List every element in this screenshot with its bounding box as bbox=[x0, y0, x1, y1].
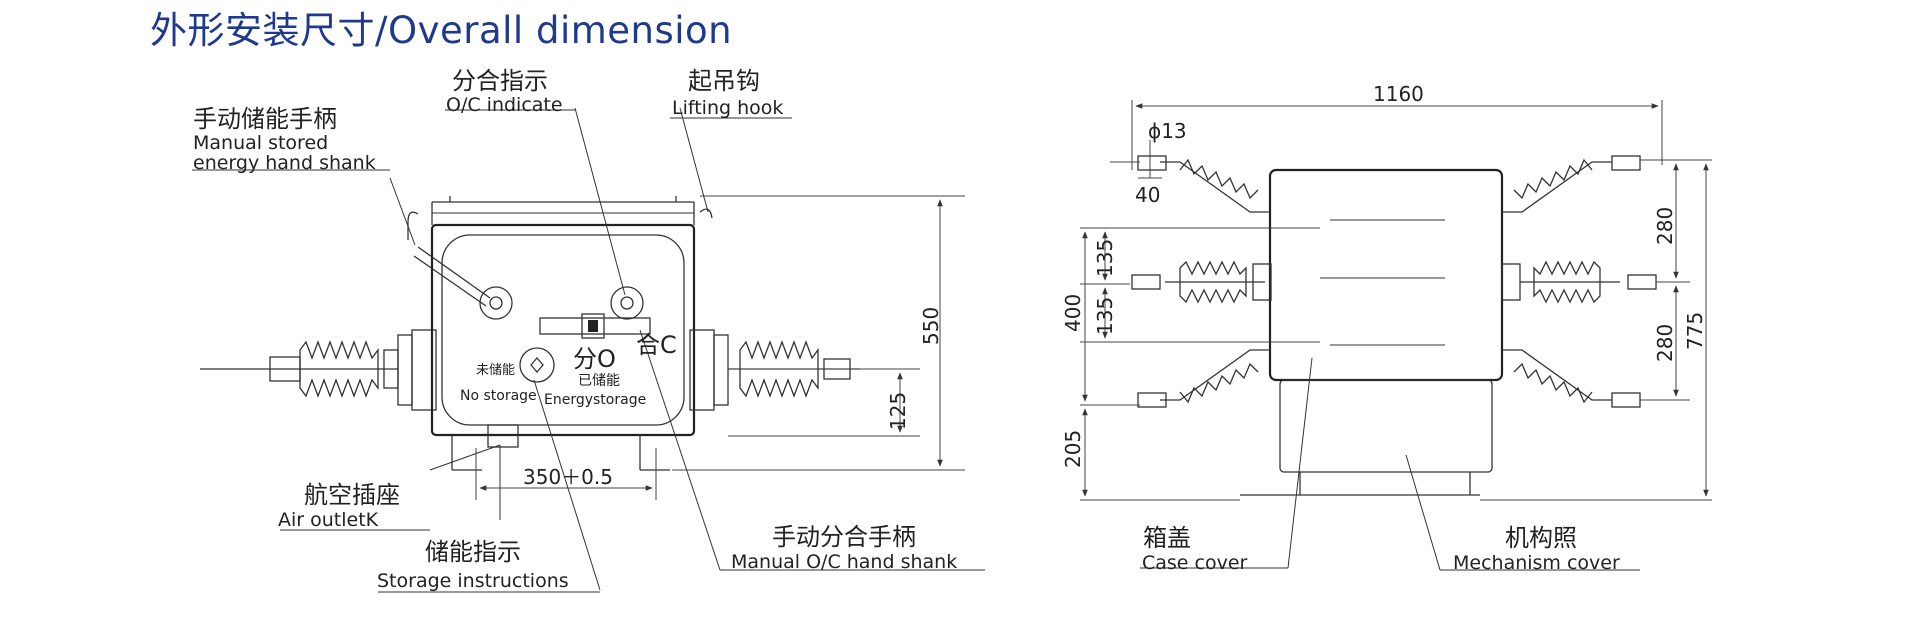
mechanism-cover-label-en: Mechanism cover bbox=[1453, 552, 1620, 574]
front-panel bbox=[441, 234, 685, 426]
dim-1160: 1160 bbox=[1373, 82, 1424, 106]
manual-oc-label-cn: 手动分合手柄 bbox=[772, 523, 916, 551]
dim-40: 40 bbox=[1135, 183, 1160, 207]
open-mark: 分O bbox=[573, 345, 616, 373]
air-outlet-label-en: Air outletK bbox=[278, 509, 379, 531]
dim-280-lower: 280 bbox=[1653, 324, 1677, 362]
dim-phi13: ϕ13 bbox=[1148, 119, 1187, 143]
case-cover-label-en: Case cover bbox=[1142, 552, 1248, 574]
manual-oc-label-en: Manual O/C hand shank bbox=[731, 551, 957, 573]
manual-storage-label-en1: Manual stored bbox=[193, 132, 328, 154]
side-view bbox=[1080, 100, 1712, 571]
air-socket bbox=[487, 424, 519, 448]
dim-135-lower: 135 bbox=[1093, 297, 1117, 335]
lifting-hook-label-cn: 起吊钩 bbox=[688, 67, 760, 95]
oc-handle bbox=[539, 317, 651, 335]
page-title: 外形安装尺寸/Overall dimension bbox=[150, 9, 733, 52]
bushing-lower-left bbox=[1160, 349, 1270, 401]
dim-125: 125 bbox=[886, 392, 910, 430]
close-mark: 合C bbox=[636, 331, 677, 359]
case-body bbox=[1268, 168, 1504, 382]
oc-indicate-label-en: O/C indicate bbox=[446, 94, 563, 116]
oc-indicator-dial bbox=[610, 286, 644, 320]
dim-135-upper: 135 bbox=[1093, 239, 1117, 277]
stored-label: 已储能 bbox=[578, 373, 620, 389]
lifting-hook bbox=[699, 208, 713, 219]
air-outlet-label-cn: 航空插座 bbox=[304, 481, 400, 509]
dim-350: 350＋0.5 bbox=[523, 465, 613, 489]
storage-instructions-label-en: Storage instructions bbox=[377, 570, 569, 592]
front-view bbox=[192, 107, 985, 593]
dim-205: 205 bbox=[1061, 430, 1085, 468]
manual-storage-label-cn: 手动储能手柄 bbox=[193, 105, 337, 133]
left-bushing bbox=[200, 340, 399, 398]
bushing-upper-left bbox=[1160, 161, 1270, 213]
bushing-upper-right bbox=[1502, 161, 1612, 213]
mechanism-cover-label-cn: 机构照 bbox=[1505, 524, 1577, 552]
oc-indicate-label-cn: 分合指示 bbox=[452, 67, 548, 95]
storage-instructions-label-cn: 储能指示 bbox=[425, 538, 521, 566]
storage-handle-hub bbox=[479, 286, 513, 320]
no-storage-label: No storage bbox=[460, 388, 537, 404]
manual-storage-label-en2: energy hand shank bbox=[193, 152, 376, 174]
lifting-hook-label-en: Lifting hook bbox=[672, 97, 783, 119]
dim-400: 400 bbox=[1061, 294, 1085, 332]
storage-indicator-dial bbox=[519, 347, 555, 383]
mechanism-box bbox=[1279, 379, 1493, 473]
storage-handle bbox=[417, 246, 491, 299]
case-cover-label-cn: 箱盖 bbox=[1143, 524, 1191, 552]
dim-550: 550 bbox=[919, 307, 943, 345]
dim-775: 775 bbox=[1683, 312, 1707, 350]
dim-280-upper: 280 bbox=[1653, 207, 1677, 245]
energy-storage-label: Energystorage bbox=[544, 392, 646, 408]
bushing-lower-right bbox=[1502, 349, 1612, 401]
not-stored-label: 未储能 bbox=[476, 363, 515, 378]
